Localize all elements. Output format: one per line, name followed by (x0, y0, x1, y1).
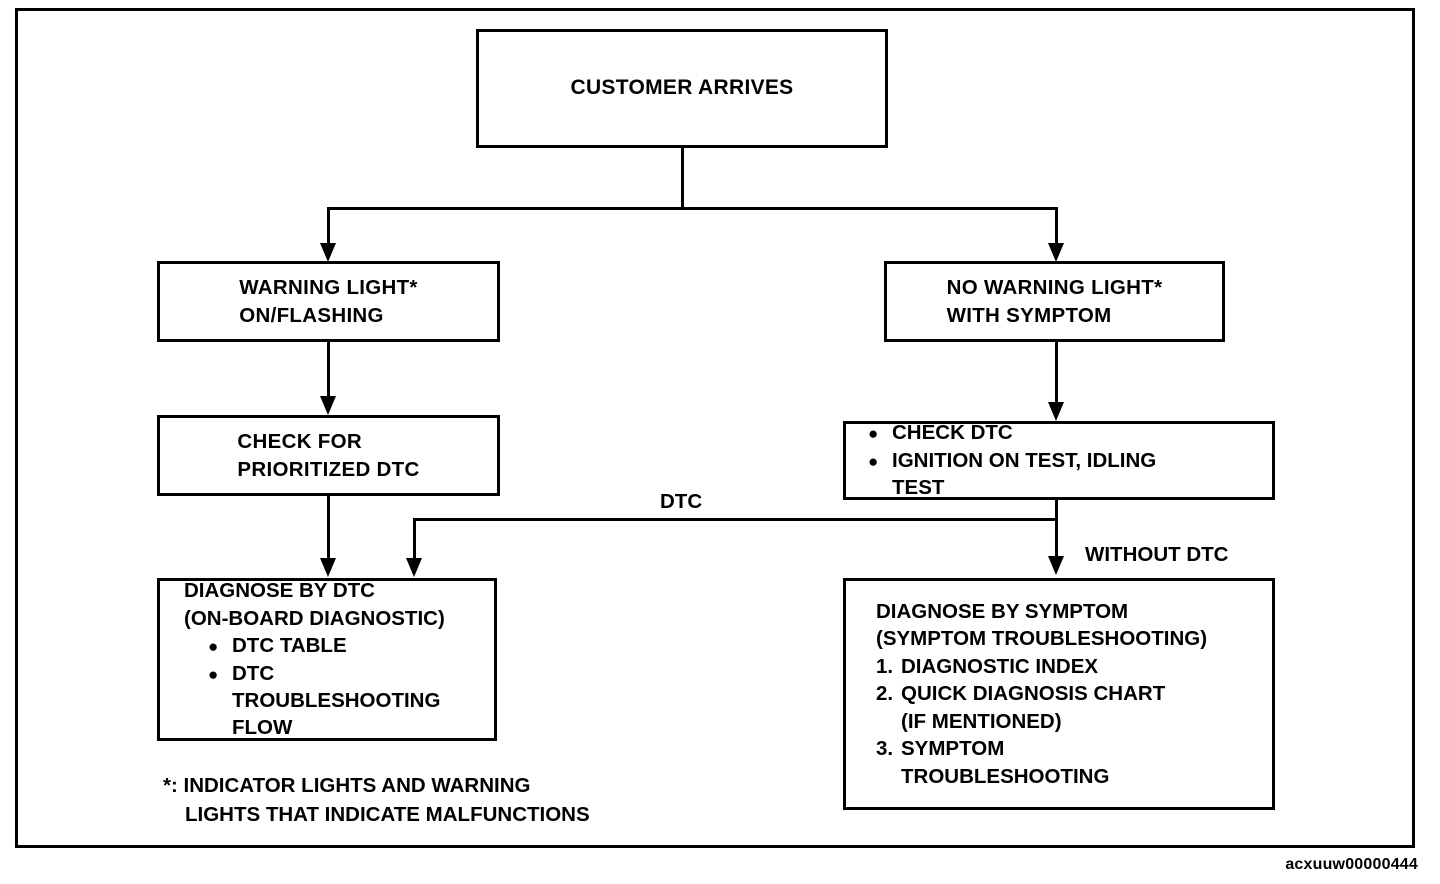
diagram-frame (15, 8, 1415, 848)
list-item-label: DIAGNOSTIC INDEX (901, 654, 1099, 678)
node-no-warning-light-line-1: NO WARNING LIGHT* (946, 276, 1163, 300)
node-warning-light-line-2: ON/FLASHING (239, 303, 384, 327)
list-item-label: DTC (232, 661, 275, 685)
list-item-continuation: TEST (892, 476, 945, 500)
list-item-continuation: FLOW (232, 716, 293, 740)
connector-fork-bar (327, 207, 1058, 210)
arrow-to-check-dtc-tests (1048, 402, 1064, 421)
node-check-dtc-tests[interactable]: ● CHECK DTC ● IGNITION ON TEST, IDLING T… (843, 421, 1275, 500)
list-item-label: IGNITION ON TEST, IDLING (892, 448, 1157, 472)
node-no-warning-light-line-2: WITH SYMPTOM (946, 303, 1112, 327)
connector-customer-arrives-stem (681, 148, 684, 210)
list-item-label: DTC TABLE (232, 634, 347, 658)
list-item: ● DTC TABLE (184, 632, 445, 659)
bullet-icon: ● (868, 424, 879, 444)
node-customer-arrives-line-1: CUSTOMER ARRIVES (570, 76, 794, 100)
node-diagnose-by-symptom[interactable]: DIAGNOSE BY SYMPTOM (SYMPTOM TROUBLESHOO… (843, 578, 1275, 810)
node-diagnose-by-dtc-content: DIAGNOSE BY DTC (ON-BOARD DIAGNOSTIC) ● … (160, 577, 445, 742)
bullet-icon: ● (208, 664, 219, 684)
connector-warning-to-check (327, 342, 330, 398)
list-item-label: CHECK DTC (892, 421, 1013, 445)
connector-dtc-branch-drop (413, 518, 416, 560)
node-no-warning-light-content: NO WARNING LIGHT* WITH SYMPTOM (931, 274, 1179, 329)
node-diagnose-by-symptom-heading-2: (SYMPTOM TROUBLESHOOTING) (876, 627, 1208, 651)
list-item: 2. QUICK DIAGNOSIS CHART (876, 680, 1207, 707)
node-diagnose-by-symptom-heading-1: DIAGNOSE BY SYMPTOM (876, 599, 1129, 623)
bullet-icon: ● (208, 637, 219, 657)
node-customer-arrives-content: CUSTOMER ARRIVES (555, 74, 810, 102)
figure-id-watermark: acxuuw00000444 (1285, 856, 1418, 873)
node-diagnose-by-dtc-heading-1: DIAGNOSE BY DTC (184, 579, 375, 603)
footnote-line-2: LIGHTS THAT INDICATE MALFUNCTIONS (185, 803, 590, 827)
node-no-warning-light[interactable]: NO WARNING LIGHT* WITH SYMPTOM (884, 261, 1225, 342)
edge-label-without-dtc: WITHOUT DTC (1085, 543, 1229, 566)
connector-check-to-diagnose-dtc (327, 496, 330, 560)
list-item: 1. DIAGNOSTIC INDEX (876, 653, 1207, 680)
node-warning-light[interactable]: WARNING LIGHT* ON/FLASHING (157, 261, 500, 342)
connector-nowarning-to-checkdtc (1055, 342, 1058, 404)
arrow-to-diagnose-by-dtc-right (406, 558, 422, 577)
list-item: ● IGNITION ON TEST, IDLING (868, 447, 1156, 474)
node-check-prioritized-dtc[interactable]: CHECK FOR PRIORITIZED DTC (157, 415, 500, 496)
node-check-prioritized-dtc-line-1: CHECK FOR (237, 430, 362, 454)
connector-dtc-branch-horizontal (413, 518, 1058, 521)
arrow-to-diagnose-by-symptom (1048, 556, 1064, 575)
bullet-icon: ● (868, 451, 879, 471)
node-diagnose-by-dtc-heading-2: (ON-BOARD DIAGNOSTIC) (184, 606, 445, 630)
node-warning-light-line-1: WARNING LIGHT* (239, 276, 418, 300)
node-warning-light-content: WARNING LIGHT* ON/FLASHING (223, 274, 433, 329)
arrow-to-no-warning-light (1048, 243, 1064, 262)
arrow-to-check-prioritized-dtc (320, 396, 336, 415)
node-diagnose-by-symptom-content: DIAGNOSE BY SYMPTOM (SYMPTOM TROUBLESHOO… (846, 598, 1207, 790)
footnote-line-1: *: INDICATOR LIGHTS AND WARNING (163, 774, 531, 797)
list-item-label: QUICK DIAGNOSIS CHART (901, 682, 1166, 706)
list-number: 3. (876, 737, 894, 761)
footnote: *: INDICATOR LIGHTS AND WARNING LIGHTS T… (163, 771, 590, 829)
connector-fork-right-drop (1055, 207, 1058, 245)
list-item: ● CHECK DTC (868, 419, 1156, 446)
node-diagnose-by-dtc[interactable]: DIAGNOSE BY DTC (ON-BOARD DIAGNOSTIC) ● … (157, 578, 497, 741)
list-item: 3. SYMPTOM (876, 735, 1207, 762)
node-customer-arrives[interactable]: CUSTOMER ARRIVES (476, 29, 888, 148)
node-check-prioritized-dtc-content: CHECK FOR PRIORITIZED DTC (221, 428, 435, 483)
edge-label-dtc: DTC (660, 490, 703, 513)
list-number: 2. (876, 682, 894, 706)
node-check-dtc-tests-content: ● CHECK DTC ● IGNITION ON TEST, IDLING T… (846, 419, 1156, 501)
list-item-label: SYMPTOM (901, 737, 1005, 761)
arrow-to-warning-light (320, 243, 336, 262)
list-item: ● DTC (184, 660, 445, 687)
node-check-prioritized-dtc-line-2: PRIORITIZED DTC (237, 457, 420, 481)
list-item-continuation: TROUBLESHOOTING (901, 764, 1110, 788)
connector-fork-left-drop (327, 207, 330, 245)
connector-checkdtc-stem (1055, 500, 1058, 558)
list-item-continuation: (IF MENTIONED) (901, 709, 1062, 733)
list-item-continuation: TROUBLESHOOTING (232, 688, 441, 712)
arrow-to-diagnose-by-dtc-left (320, 558, 336, 577)
list-number: 1. (876, 654, 894, 678)
